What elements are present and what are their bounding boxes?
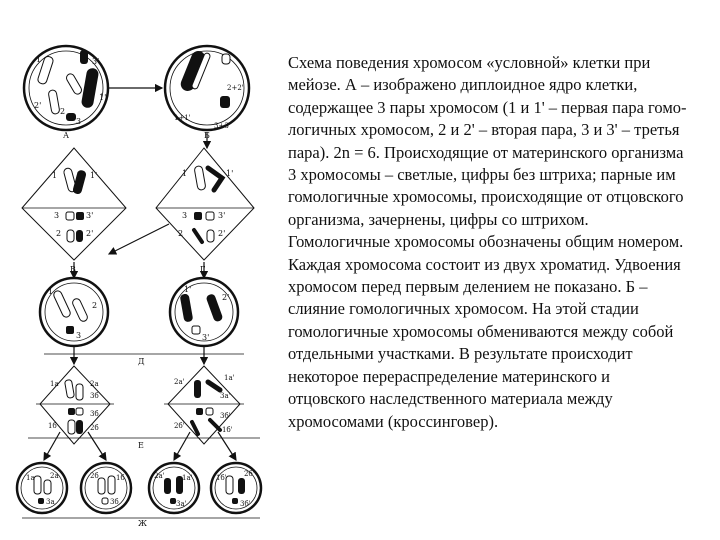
svg-text:3: 3 bbox=[54, 211, 59, 220]
bivalent-2 bbox=[220, 96, 230, 108]
svg-text:1: 1 bbox=[52, 171, 57, 180]
chromosome-2 bbox=[48, 89, 60, 115]
svg-text:1': 1' bbox=[90, 171, 97, 180]
svg-text:1': 1' bbox=[226, 169, 233, 178]
cell-d2: 1' 2' 3' bbox=[168, 276, 240, 348]
svg-text:1': 1' bbox=[99, 93, 106, 102]
svg-text:2': 2' bbox=[86, 229, 93, 238]
svg-text:2б': 2б' bbox=[174, 422, 185, 430]
svg-text:1+1': 1+1' bbox=[174, 114, 191, 122]
svg-text:2: 2 bbox=[92, 301, 97, 310]
svg-text:2': 2' bbox=[222, 293, 229, 302]
svg-text:2а: 2а bbox=[90, 380, 99, 388]
svg-text:3а': 3а' bbox=[176, 500, 187, 508]
final-cell-1: 1а 2а 3а bbox=[15, 461, 69, 515]
svg-text:1б: 1б bbox=[116, 474, 125, 482]
final-cell-2: 2б 1б 3б bbox=[79, 461, 133, 515]
label-zh: Ж bbox=[138, 519, 147, 528]
svg-text:1а': 1а' bbox=[182, 474, 193, 482]
svg-text:3': 3' bbox=[86, 211, 93, 220]
svg-text:2б: 2б bbox=[90, 472, 99, 480]
svg-text:3а: 3а bbox=[46, 498, 55, 506]
label-v: В bbox=[70, 265, 76, 274]
chromosome-1 bbox=[37, 55, 54, 85]
cell-a: 1 2 2' 3 3' 1' bbox=[22, 44, 110, 132]
svg-text:1: 1 bbox=[48, 287, 53, 296]
svg-text:1б': 1б' bbox=[216, 474, 227, 482]
chromosome-2p bbox=[66, 73, 82, 95]
svg-text:2: 2 bbox=[56, 229, 61, 238]
chromosome-3p bbox=[80, 50, 88, 64]
svg-text:1: 1 bbox=[182, 169, 187, 178]
svg-text:3а': 3а' bbox=[220, 392, 231, 400]
svg-text:2а: 2а bbox=[50, 472, 59, 480]
svg-text:3': 3' bbox=[92, 57, 99, 66]
spindle-v: 1 1' 3 3' 2 2' bbox=[21, 147, 127, 261]
svg-text:2+2': 2+2' bbox=[227, 84, 244, 92]
svg-text:1': 1' bbox=[184, 285, 191, 294]
cell-d1: 1 2 3 bbox=[38, 276, 110, 348]
svg-text:2а': 2а' bbox=[174, 378, 185, 386]
label-g: Г bbox=[200, 265, 205, 274]
svg-text:3+3': 3+3' bbox=[214, 122, 231, 130]
spindle-e2: 2а' 1а' 3а' 3б' 2б' 1б' bbox=[164, 365, 244, 445]
svg-text:3б: 3б bbox=[90, 392, 99, 400]
svg-text:1б: 1б bbox=[48, 422, 57, 430]
svg-text:1: 1 bbox=[36, 55, 41, 64]
svg-text:3б: 3б bbox=[110, 498, 119, 506]
bivalent-3 bbox=[221, 53, 231, 65]
svg-text:2: 2 bbox=[178, 229, 183, 238]
chromosome-1p bbox=[81, 68, 99, 108]
figure-caption: Схема поведения хромосом «условной» клет… bbox=[288, 53, 687, 431]
label-d: Д bbox=[138, 357, 145, 366]
label-a: А bbox=[63, 131, 69, 140]
label-e: Е bbox=[138, 441, 144, 450]
svg-text:2б': 2б' bbox=[244, 470, 255, 478]
chromosome-3 bbox=[66, 113, 76, 121]
svg-text:3б': 3б' bbox=[220, 412, 231, 420]
svg-text:3: 3 bbox=[182, 211, 187, 220]
bivalent-1 bbox=[180, 51, 206, 91]
svg-text:1а: 1а bbox=[50, 380, 59, 388]
svg-text:3': 3' bbox=[218, 211, 225, 220]
spindle-e1: 1а 2а 3б 3б 1б 2б bbox=[36, 365, 114, 445]
svg-text:2а': 2а' bbox=[154, 472, 165, 480]
meiosis-diagram: 1 2 2' 3 3' 1' А 2+2' 1+1' 3+3' Б 1 1' 3… bbox=[14, 28, 276, 528]
svg-text:3: 3 bbox=[76, 117, 81, 126]
final-cell-3: 2а' 1а' 3а' bbox=[147, 461, 201, 515]
svg-text:2: 2 bbox=[60, 107, 65, 116]
bivalent-1-light bbox=[191, 52, 211, 90]
svg-text:3: 3 bbox=[76, 331, 81, 340]
cell-b: 2+2' 1+1' 3+3' bbox=[163, 44, 251, 132]
svg-text:1б': 1б' bbox=[222, 426, 233, 434]
final-cell-4: 1б' 2б' 3б' bbox=[209, 461, 263, 515]
svg-text:2': 2' bbox=[34, 101, 41, 110]
svg-text:1а: 1а bbox=[26, 474, 35, 482]
svg-text:2': 2' bbox=[218, 229, 225, 238]
svg-text:2б: 2б bbox=[90, 424, 99, 432]
svg-text:3б': 3б' bbox=[240, 500, 251, 508]
svg-text:3б: 3б bbox=[90, 410, 99, 418]
spindle-g: 1 1' 2 2' 3 3' bbox=[155, 147, 255, 261]
svg-text:1а': 1а' bbox=[224, 374, 235, 382]
svg-text:3': 3' bbox=[202, 333, 209, 342]
